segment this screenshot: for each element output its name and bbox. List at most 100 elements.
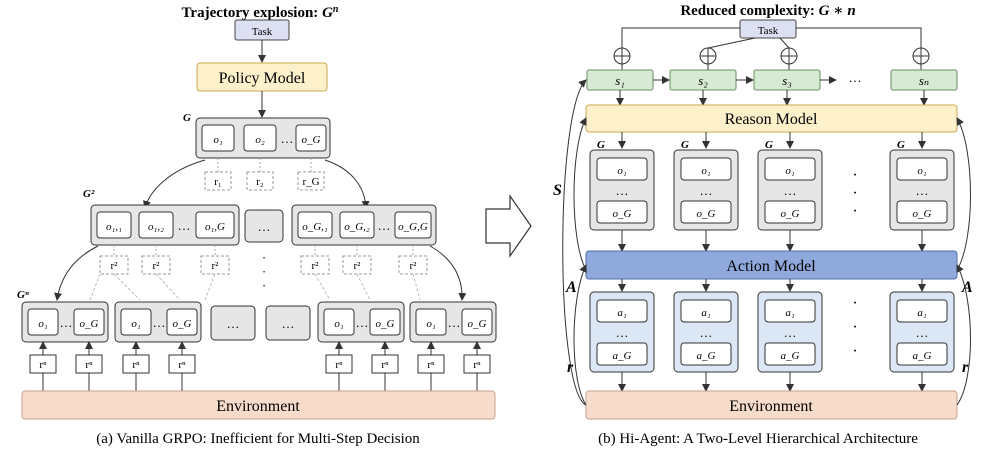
svg-text:…: … <box>784 325 797 340</box>
svg-text:s₁: s₁ <box>615 73 625 88</box>
svg-text:a_G: a_G <box>781 350 800 362</box>
svg-text:a₁: a₁ <box>701 307 711 319</box>
svg-text:o₁: o₁ <box>334 318 344 330</box>
level-label-g: G <box>183 112 191 124</box>
side-label-a-left: A <box>565 279 577 296</box>
policy-model-label: Policy Model <box>219 70 306 87</box>
svg-text:o_G: o_G <box>468 318 487 330</box>
svg-text:r²: r² <box>212 260 220 272</box>
svg-text:o₁,₁: o₁,₁ <box>106 221 122 233</box>
svg-text:o₁: o₁ <box>131 318 141 330</box>
svg-text:o₁: o₁ <box>701 165 711 177</box>
svg-text:o₁: o₁ <box>426 318 436 330</box>
svg-text:r²: r² <box>354 260 362 272</box>
svg-text:o_G,₂: o_G,₂ <box>344 221 370 233</box>
svg-text:r₁: r₁ <box>214 176 222 188</box>
state-boxes: s₁ s₂ s₃ … sₙ <box>586 69 958 91</box>
svg-text:rⁿ: rⁿ <box>39 359 47 371</box>
svg-text:r²: r² <box>111 260 119 272</box>
svg-text:rⁿ: rⁿ <box>335 359 343 371</box>
svg-text:rⁿ: rⁿ <box>381 359 389 371</box>
svg-text:·: · <box>262 250 266 265</box>
level2-middle <box>244 209 284 243</box>
svg-text:o₁: o₁ <box>38 318 48 330</box>
level-label-gn: Gⁿ <box>17 289 29 301</box>
level1-rewards: r₁ r₂ r_G <box>204 158 325 191</box>
svg-text:a_G: a_G <box>613 350 632 362</box>
svg-text:…: … <box>356 315 369 330</box>
svg-text:·: · <box>262 264 266 279</box>
side-label-a-right: A <box>961 279 973 296</box>
svg-text:·: · <box>852 185 857 202</box>
left-environment-box <box>21 390 496 420</box>
svg-text:…: … <box>282 316 295 331</box>
left-environment-label: Environment <box>216 398 300 415</box>
svg-text:r²: r² <box>312 260 320 272</box>
svg-text:·: · <box>262 278 266 293</box>
svg-text:…: … <box>849 70 862 85</box>
left-task-label: Task <box>252 26 273 38</box>
reason-output-groups: G o₁ … o_G G o₁ … o_G G o₁ … o_G · · · G… <box>589 139 955 231</box>
svg-text:r²: r² <box>410 260 418 272</box>
svg-text:…: … <box>227 316 240 331</box>
svg-text:·: · <box>852 203 857 220</box>
svg-text:o_G: o_G <box>613 208 632 220</box>
right-title: Reduced complexity: G ∗ n <box>680 3 855 19</box>
svg-text:…: … <box>916 183 929 198</box>
left-title: Trajectory explosion: Gn <box>182 4 339 22</box>
svg-text:a_G: a_G <box>697 350 716 362</box>
svg-text:…: … <box>60 315 73 330</box>
leaf-groups: o₁ … o_G o₁ … o_G … … o₁ … o_G o₁ … o_G <box>21 301 497 343</box>
svg-text:·: · <box>852 295 857 312</box>
side-label-s: S <box>553 182 562 199</box>
svg-text:…: … <box>153 315 166 330</box>
svg-text:o₁: o₁ <box>213 134 223 146</box>
svg-text:G: G <box>765 139 773 151</box>
svg-text:G: G <box>681 139 689 151</box>
reason-model-label: Reason Model <box>725 111 818 128</box>
svg-text:·: · <box>852 319 857 336</box>
plus-icons <box>613 47 930 65</box>
svg-text:…: … <box>378 218 391 233</box>
svg-text:o₁,G: o₁,G <box>205 221 225 233</box>
level2-rewards: r² r² r² r² r² r² <box>99 245 428 275</box>
svg-text:o_G,₁: o_G,₁ <box>302 221 328 233</box>
svg-text:…: … <box>916 325 929 340</box>
task-to-plus-lines <box>621 27 922 49</box>
level1-outputs: o₁ o₂ … o_G <box>201 124 327 152</box>
svg-text:o_G: o_G <box>80 318 99 330</box>
svg-text:rⁿ: rⁿ <box>132 359 140 371</box>
svg-text:a₁: a₁ <box>785 307 795 319</box>
svg-text:…: … <box>616 183 629 198</box>
svg-text:…: … <box>281 131 294 146</box>
svg-text:…: … <box>700 183 713 198</box>
svg-text:…: … <box>448 315 461 330</box>
svg-text:o₁,₂: o₁,₂ <box>148 221 164 233</box>
svg-text:o_G,G: o_G,G <box>398 221 428 233</box>
action-model-label: Action Model <box>726 258 816 275</box>
svg-text:o₁: o₁ <box>785 165 795 177</box>
svg-text:s₃: s₃ <box>782 73 792 88</box>
svg-text:·: · <box>852 343 857 360</box>
action-output-groups: a₁ … a_G a₁ … a_G a₁ … a_G · · · a₁ … a_… <box>589 291 955 373</box>
svg-text:o₂: o₂ <box>255 134 265 146</box>
svg-text:o_G: o_G <box>697 208 716 220</box>
svg-text:·: · <box>852 167 857 184</box>
svg-text:o_G: o_G <box>781 208 800 220</box>
right-environment-label: Environment <box>729 398 813 415</box>
svg-text:rⁿ: rⁿ <box>473 359 481 371</box>
svg-text:…: … <box>616 325 629 340</box>
leaf-rewards <box>39 341 481 355</box>
svg-text:r₂: r₂ <box>256 176 264 188</box>
svg-text:G: G <box>897 139 905 151</box>
right-task-label: Task <box>758 25 779 37</box>
right-task-box <box>739 19 797 39</box>
svg-text:a₁: a₁ <box>917 307 927 319</box>
svg-text:s₂: s₂ <box>698 73 708 88</box>
svg-text:a₁: a₁ <box>617 307 627 319</box>
svg-text:…: … <box>258 219 271 234</box>
svg-text:sₙ: sₙ <box>919 73 929 88</box>
right-caption: (b) Hi-Agent: A Two-Level Hierarchical A… <box>598 431 918 447</box>
transform-arrow <box>485 194 532 258</box>
